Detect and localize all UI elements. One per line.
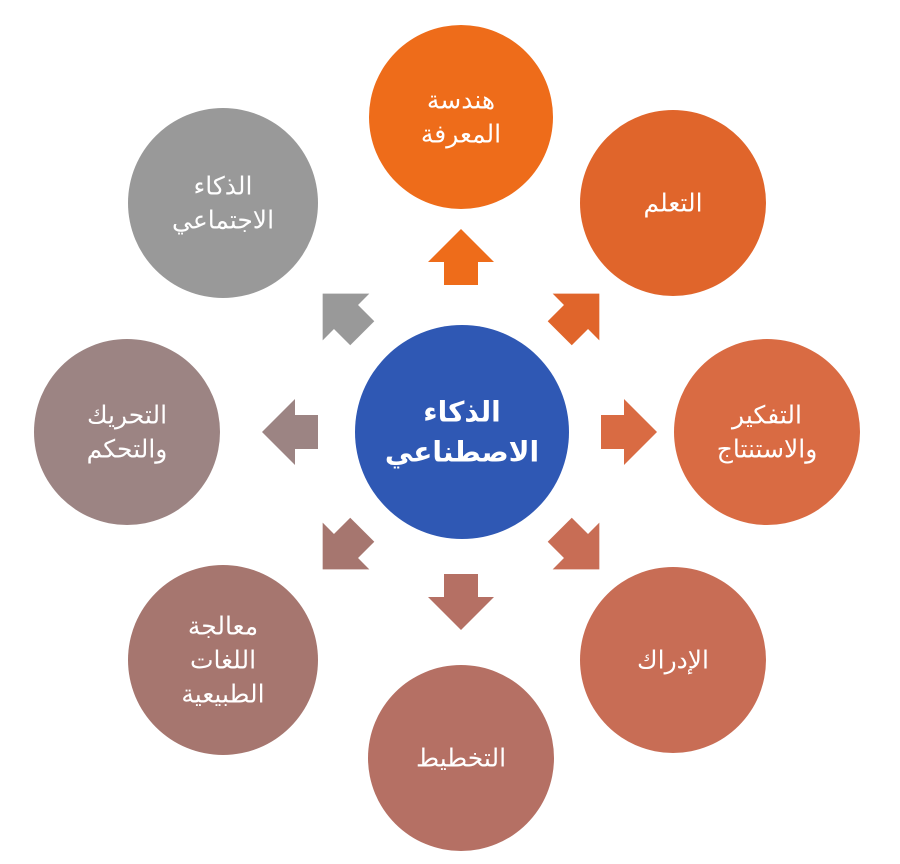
arrow-to-learning (547, 293, 600, 346)
node-label-line: التعلم (643, 189, 702, 219)
node-label-line: والتحكم (87, 435, 168, 465)
center-node: الذكاء الاصطناعي (355, 325, 569, 539)
node-label-line: الطبيعية (181, 680, 264, 709)
node-label-line: المعرفة (421, 120, 501, 149)
arrow-to-motion-control (262, 399, 318, 465)
node-circle (369, 25, 553, 209)
node-social-intelligence: الذكاء الاجتماعي (128, 108, 318, 298)
node-planning: التخطيط (368, 665, 554, 851)
node-label-line: والاستنتاج (717, 435, 818, 465)
node-perception: الإدراك (580, 567, 766, 753)
node-nlp: معالجة اللغات الطبيعية (128, 565, 318, 755)
node-label-line: التفكير (730, 401, 802, 430)
node-learning: التعلم (580, 110, 766, 296)
node-motion-control: التحريك والتحكم (34, 339, 220, 525)
node-label-line: اللغات (190, 646, 256, 675)
node-label-line: الإدراك (637, 646, 709, 675)
arrow-to-perception (547, 517, 600, 570)
arrow-to-planning (428, 574, 494, 630)
node-reasoning: التفكير والاستنتاج (674, 339, 860, 525)
center-circle (355, 325, 569, 539)
node-circle (128, 565, 318, 755)
node-knowledge-engineering: هندسة المعرفة (369, 25, 553, 209)
node-label-line: التحريك (87, 401, 167, 430)
node-circle (368, 665, 554, 851)
node-label-line: هندسة (427, 86, 495, 115)
node-label-line: الذكاء (423, 396, 500, 429)
arrow-to-nlp (322, 517, 375, 570)
node-circle (34, 339, 220, 525)
arrow-to-knowledge-engineering (428, 229, 494, 285)
nodes-layer: هندسة المعرفة التعلم التفكير والاستنتاج الإدر… (34, 25, 860, 851)
node-label-line: الاصطناعي (385, 436, 539, 469)
arrow-to-reasoning (601, 399, 657, 465)
node-label-line: الاجتماعي (172, 206, 274, 235)
node-label-line: الذكاء (194, 172, 253, 201)
node-circle (580, 110, 766, 296)
arrows-layer (262, 229, 657, 630)
node-label-line: معالجة (188, 612, 258, 641)
node-circle (580, 567, 766, 753)
node-circle (128, 108, 318, 298)
arrow-to-social-intelligence (322, 293, 375, 346)
node-label-line: التخطيط (416, 744, 506, 773)
node-circle (674, 339, 860, 525)
